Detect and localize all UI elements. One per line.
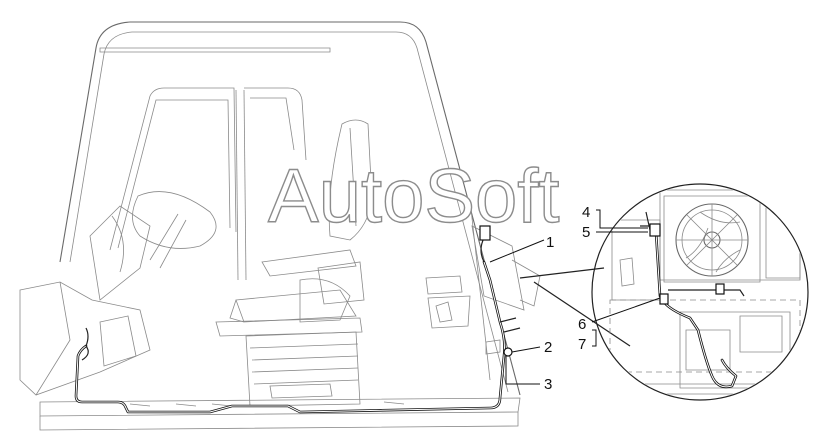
cab-structure: [19, 21, 541, 431]
callout-6: 6: [578, 316, 586, 333]
callout-2: 2: [544, 339, 552, 356]
callout-1: 1: [546, 234, 554, 251]
callout-5: 5: [582, 224, 590, 241]
callout-group: 1 2 3 4 5 6 7: [489, 204, 661, 393]
callout-3: 3: [544, 376, 552, 393]
detail-view-circle: [519, 183, 809, 401]
callout-4: 4: [582, 204, 590, 221]
callout-7: 7: [578, 336, 586, 353]
main-wire-harness: [74, 225, 521, 414]
watermark-text: AutoSoft: [268, 154, 560, 239]
